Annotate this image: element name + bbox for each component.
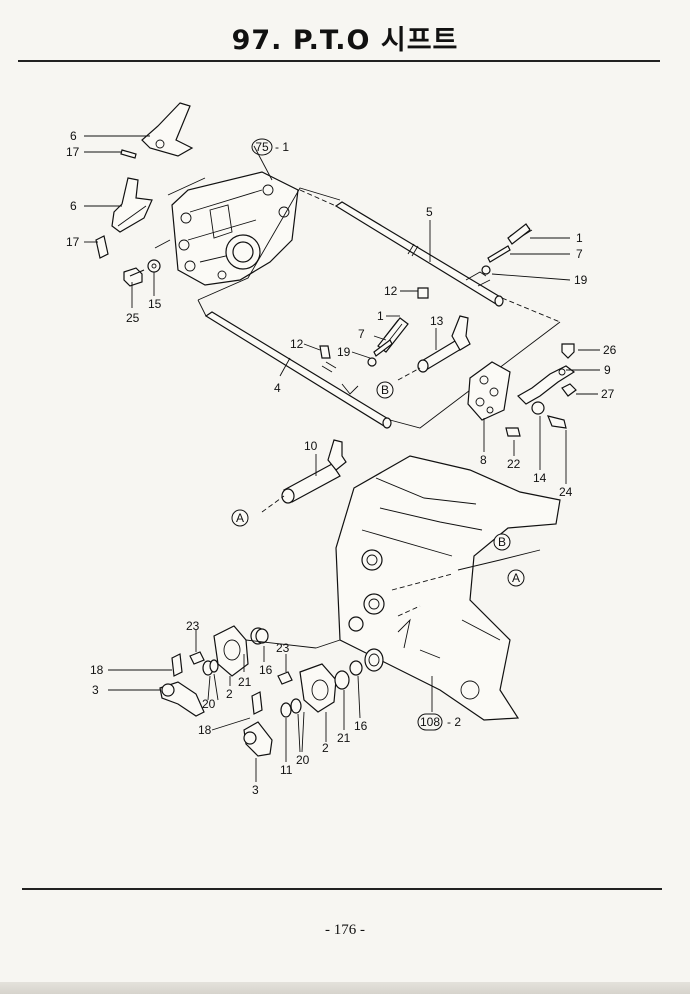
- svg-text:A: A: [236, 511, 244, 525]
- ref-108: 108 - 2: [417, 713, 461, 731]
- ring-21-lower: [334, 670, 350, 690]
- spring-1-upper: [507, 223, 533, 245]
- oring-16-upper: [255, 628, 269, 644]
- callout-13: 13: [430, 314, 444, 328]
- washer-14: [531, 401, 545, 415]
- holder-2-upper: [213, 625, 249, 677]
- scan-edge: [0, 982, 690, 994]
- pin-18-lower: [251, 691, 263, 715]
- svg-text:108: 108: [420, 715, 440, 729]
- callout-18-lower: 18: [198, 723, 212, 737]
- callout-17-upper: 17: [66, 145, 80, 159]
- svg-text:B: B: [381, 383, 389, 397]
- callout-18-upper: 18: [90, 663, 104, 677]
- pin-12-lower: [319, 345, 331, 359]
- callout-19-lower: 19: [337, 345, 351, 359]
- shift-arm-13: [397, 315, 471, 381]
- holder-2-lower: [299, 663, 337, 713]
- callout-8: 8: [480, 453, 487, 467]
- callout-6-upper: 6: [70, 129, 77, 143]
- marker-b-upper: B: [376, 381, 394, 399]
- washer-15: [147, 259, 161, 273]
- ref-75: 75 - 1: [251, 138, 289, 156]
- bolt-22: [505, 427, 521, 437]
- svg-text:75: 75: [255, 140, 269, 154]
- bolt-23-upper: [189, 651, 205, 665]
- callout-12-upper: 12: [384, 284, 398, 298]
- lever-9: [517, 365, 576, 405]
- callout-10: 10: [304, 439, 318, 453]
- bottom-rule: [22, 888, 662, 890]
- ball-19-lower: [367, 357, 377, 367]
- callout-4: 4: [274, 381, 281, 395]
- top-rule: [18, 60, 660, 62]
- callout-22: 22: [507, 457, 521, 471]
- callout-26: 26: [603, 343, 617, 357]
- bolt-26: [561, 343, 575, 359]
- page-title: 97. P.T.O 시프트: [231, 25, 459, 56]
- pin-18-upper: [171, 653, 183, 677]
- spring-20-lower: [290, 698, 302, 714]
- callout-21-upper: 21: [238, 675, 252, 689]
- callout-16-lower: 16: [354, 719, 368, 733]
- callout-23-upper: 23: [186, 619, 200, 633]
- svg-text:- 1: - 1: [275, 140, 289, 154]
- callout-23-lower: 23: [276, 641, 290, 655]
- callout-17-lower: 17: [66, 235, 80, 249]
- bolt-24: [547, 415, 567, 429]
- bolt-23-lower: [277, 671, 293, 685]
- bolt-25: [123, 267, 145, 287]
- marker-b-lower: B: [493, 533, 511, 551]
- shift-arm-10: [261, 439, 347, 513]
- callout-9: 9: [604, 363, 611, 377]
- pin-7-upper: [487, 245, 511, 263]
- main-housing: [335, 455, 561, 721]
- callout-7-upper: 7: [576, 247, 583, 261]
- callout-11: 11: [280, 763, 293, 777]
- ball-19-upper: [481, 265, 491, 275]
- pin-12-upper: [417, 287, 429, 299]
- callout-2-lower: 2: [322, 741, 329, 755]
- marker-a-upper: A: [231, 509, 249, 527]
- callout-7-lower: 7: [358, 327, 365, 341]
- svg-text:- 2: - 2: [447, 715, 461, 729]
- callout-3-lower: 3: [252, 783, 259, 797]
- shift-rod-5: [334, 201, 504, 307]
- shift-arm-3-lower: [243, 721, 273, 757]
- shift-fork-lower: [95, 177, 153, 259]
- transmission-case: [171, 171, 299, 286]
- marker-a-lower: A: [507, 569, 525, 587]
- callout-16-upper: 16: [259, 663, 273, 677]
- callout-1-lower: 1: [377, 309, 384, 323]
- shift-fork-upper: [120, 102, 194, 159]
- callout-24: 24: [559, 485, 573, 499]
- pin-7-lower: [373, 339, 393, 357]
- oring-16-lower: [349, 660, 363, 676]
- svg-text:A: A: [512, 571, 520, 585]
- callout-25: 25: [126, 311, 140, 325]
- callout-labels: 6 17 6 17 25 15 5 1 7 19 12 1 7 19 12 13…: [66, 129, 617, 797]
- callout-20-upper: 20: [202, 697, 216, 711]
- shift-arm-3-upper: [159, 681, 205, 717]
- page-number: - 176 -: [325, 922, 365, 938]
- callout-6-lower: 6: [70, 199, 77, 213]
- bracket-8: [467, 361, 511, 421]
- callout-1-upper: 1: [576, 231, 583, 245]
- callout-27: 27: [601, 387, 615, 401]
- callout-5: 5: [426, 205, 433, 219]
- callout-14: 14: [533, 471, 547, 485]
- callout-12-lower: 12: [290, 337, 304, 351]
- nut-27: [561, 383, 577, 397]
- callout-15: 15: [148, 297, 162, 311]
- callout-3-upper: 3: [92, 683, 99, 697]
- callout-2-upper: 2: [226, 687, 233, 701]
- callout-21-lower: 21: [337, 731, 351, 745]
- callout-20-lower: 20: [296, 753, 310, 767]
- callout-19-upper: 19: [574, 273, 588, 287]
- svg-text:B: B: [498, 535, 506, 549]
- ring-11: [280, 702, 292, 718]
- leader-lines: [84, 135, 600, 782]
